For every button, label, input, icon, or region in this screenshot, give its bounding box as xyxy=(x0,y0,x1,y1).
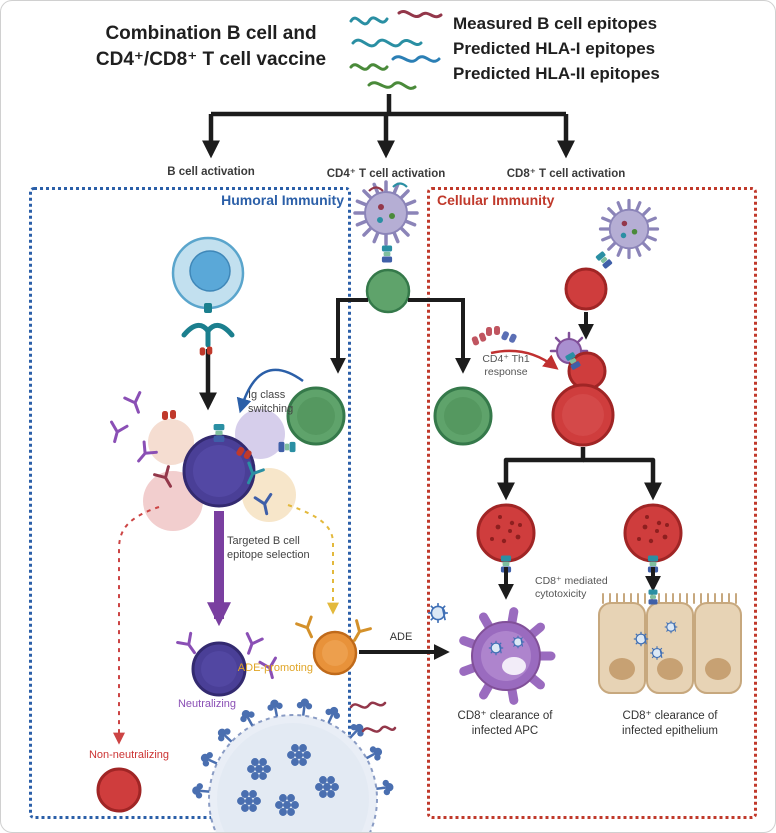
ctl-branch-arrows xyxy=(497,447,662,501)
epitope-squiggles-icon xyxy=(349,10,443,90)
ade-path-arrow xyxy=(287,504,339,615)
infected-epithelium-icon xyxy=(598,589,742,694)
dendritic-cell-cd8-icon xyxy=(598,198,660,260)
non-neutralizing-cell-icon xyxy=(96,767,142,813)
cd4-branch-arrows xyxy=(330,298,471,374)
humoral-immunity-title: Humoral Immunity xyxy=(221,192,344,208)
figure-title-line2: CD4⁺/CD8⁺ T cell vaccine xyxy=(95,49,327,70)
ig-class-switching-arrow xyxy=(236,368,304,414)
th1-response-arrow xyxy=(490,349,559,370)
ade-promoting-cell-icon xyxy=(295,615,372,676)
non-neutralizing-path-arrow xyxy=(113,506,160,745)
legend-predicted-hla2: Predicted HLA-II epitopes xyxy=(453,64,660,83)
secreted-antibody-icon xyxy=(181,323,235,348)
mhc1-tcr-icon xyxy=(595,250,613,270)
label-cd8-activation: CD8⁺ T cell activation xyxy=(506,168,626,180)
cellular-immunity-box xyxy=(427,187,757,819)
label-neutralizing: Neutralizing xyxy=(177,698,237,710)
germinal-center-cluster-icon xyxy=(105,346,296,531)
cellular-immunity-title: Cellular Immunity xyxy=(437,192,555,208)
humoral-immunity-box xyxy=(29,187,351,819)
figure-title: Combination B cell and CD4⁺/CD8⁺ T cell … xyxy=(69,21,353,73)
branch-arrows xyxy=(202,94,575,159)
label-non-neutralizing: Non-neutralizing xyxy=(88,749,170,761)
mhc-tcr-icon xyxy=(381,245,393,263)
b-cell-icon xyxy=(171,236,245,313)
effector-ctl-left-icon xyxy=(476,503,536,573)
label-ade-promoting: ADE-promoting xyxy=(237,662,313,674)
label-th1-response: CD4⁺ Th1 response xyxy=(482,353,530,378)
cd8-activation-interaction-icon xyxy=(549,331,607,391)
epitope-cluster-icon xyxy=(470,326,518,347)
label-cd4-activation: CD4⁺ T cell activation xyxy=(326,168,446,180)
figure-title-line1: Combination B cell and xyxy=(105,23,317,44)
label-targeted-epitope-selection: Targeted B cell epitope selection xyxy=(227,535,310,561)
label-apc-clearance: CD8⁺ clearance of infected APC xyxy=(457,710,553,737)
legend-predicted-hla1: Predicted HLA-I epitopes xyxy=(453,39,656,58)
label-ade: ADE xyxy=(389,631,413,643)
virus-icon xyxy=(190,696,396,832)
label-b-cell-activation: B cell activation xyxy=(167,166,255,178)
activated-ctl-icon xyxy=(551,383,615,447)
virus-epitope-squiggles-icon xyxy=(349,701,397,733)
neutralizing-plasma-cell-icon xyxy=(176,631,282,697)
label-epithelium-clearance: CD8⁺ clearance of infected epithelium xyxy=(622,710,718,737)
free-virus-icon xyxy=(427,602,449,624)
effector-ctl-right-icon xyxy=(623,503,683,573)
epitope-legend: Measured B cell epitopes Predicted HLA-I… xyxy=(453,11,733,86)
legend-measured-b-cell: Measured B cell epitopes xyxy=(453,14,658,33)
cd8-t-cell-icon xyxy=(564,267,608,311)
helper-t-cell-left-icon xyxy=(286,386,346,446)
dendritic-cell-icon xyxy=(353,180,419,246)
label-ig-class-switching: Ig class switching xyxy=(248,389,294,415)
infected-apc-icon xyxy=(459,607,556,705)
helper-t-cell-right-icon xyxy=(433,386,493,446)
label-cd8-cytotoxicity: CD8⁺ mediated cytotoxicity xyxy=(535,575,608,600)
cd4-t-cell-icon xyxy=(365,268,411,314)
